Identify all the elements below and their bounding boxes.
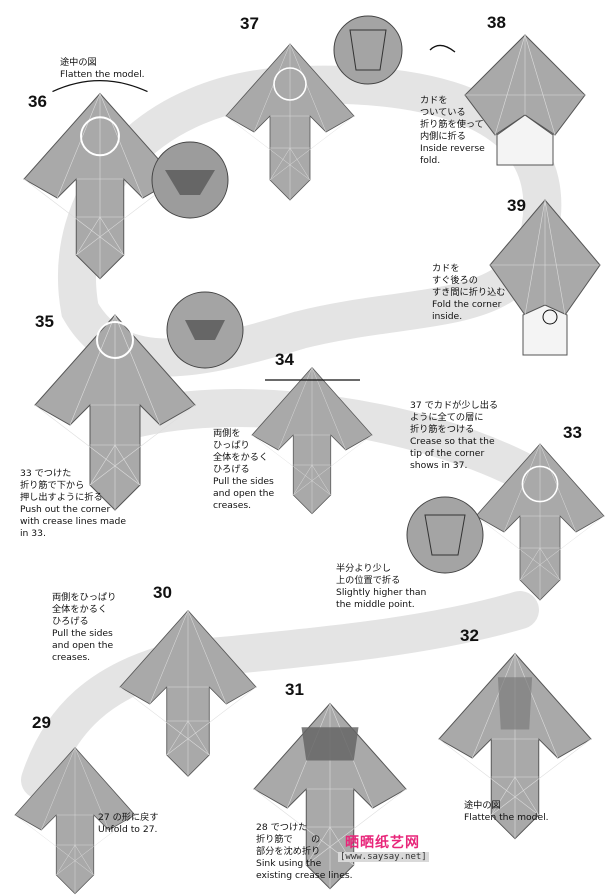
step-number: 31	[285, 680, 304, 700]
step-number: 37	[240, 14, 259, 34]
watermark-logo: 晒晒纸艺网	[345, 832, 420, 852]
step-number: 33	[563, 423, 582, 443]
step-30-diagram	[120, 611, 256, 777]
step-number: 39	[507, 196, 526, 216]
watermark-url: [www.saysay.net]	[338, 852, 429, 862]
step-number: 35	[35, 312, 54, 332]
step-number: 38	[487, 13, 506, 33]
step-39-diagram	[490, 200, 600, 355]
step-number: 32	[460, 626, 479, 646]
step-number: 30	[153, 583, 172, 603]
step-37-zoom	[334, 16, 402, 84]
step-33-zoom	[407, 497, 483, 573]
step-number: 36	[28, 92, 47, 112]
step-number: 34	[275, 350, 294, 370]
step-number: 29	[32, 713, 51, 733]
